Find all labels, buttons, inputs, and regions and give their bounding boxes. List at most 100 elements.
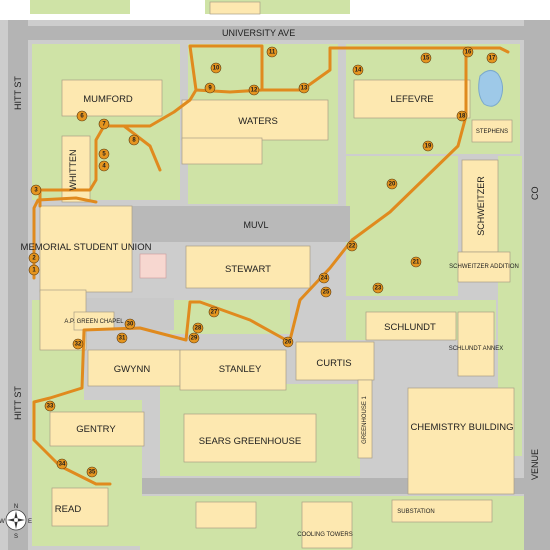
- university-ave-road: [8, 26, 550, 40]
- stop-marker-5: [98, 148, 110, 160]
- label-cooling-towers: COOLING TOWERS: [297, 532, 352, 538]
- lawn-east: [346, 156, 458, 296]
- stop-label-2: 2: [32, 256, 36, 262]
- stop-marker-34: [56, 458, 68, 470]
- compass-s: S: [14, 534, 18, 540]
- top-right-white: [352, 0, 550, 20]
- stop-marker-2: [28, 252, 40, 264]
- street-label-avenue: VENUE: [530, 449, 540, 480]
- label-waters: WATERS: [238, 116, 278, 127]
- stop-marker-16: [462, 46, 474, 58]
- stop-marker-22: [346, 240, 358, 252]
- stop-marker-28: [192, 322, 204, 334]
- building-mumford: [61, 79, 163, 117]
- pond: [478, 70, 504, 107]
- east-avenue-road: [524, 20, 550, 550]
- stop-marker-10: [210, 62, 222, 74]
- stop-label-28: 28: [195, 326, 202, 332]
- building-chemistry: [407, 387, 515, 495]
- stop-marker-9: [204, 82, 216, 94]
- compass-n: N: [14, 504, 18, 510]
- stop-marker-24: [318, 272, 330, 284]
- building-stanley: [179, 349, 287, 391]
- label-schweitzer-addition: SCHWEITZER ADDITION: [449, 264, 519, 270]
- stop-marker-12: [248, 84, 260, 96]
- stop-marker-35: [86, 466, 98, 478]
- stop-marker-31: [116, 332, 128, 344]
- building-stewart: [185, 245, 311, 289]
- stop-label-6: 6: [80, 114, 84, 120]
- stop-marker-6: [76, 110, 88, 122]
- stop-label-34: 34: [59, 462, 66, 468]
- stop-marker-7: [98, 118, 110, 130]
- building-sears-greenhouse: [183, 413, 317, 463]
- building-lefevre: [353, 79, 471, 119]
- building-top-strip: [209, 1, 261, 15]
- stop-marker-21: [410, 256, 422, 268]
- street-label-university-ave: UNIVERSITY AVE: [222, 28, 295, 38]
- building-schweitzer-addition: [457, 251, 511, 283]
- stop-marker-33: [44, 400, 56, 412]
- building-msu: [39, 205, 133, 293]
- label-substation: SUBSTATION: [397, 509, 434, 515]
- building-gwynn: [87, 349, 181, 387]
- label-stewart: STEWART: [225, 264, 271, 275]
- label-mumford: MUMFORD: [83, 94, 133, 105]
- stop-label-26: 26: [285, 340, 292, 346]
- stop-label-13: 13: [301, 86, 308, 92]
- building-schlundt-annex: [457, 311, 495, 377]
- label-curtis: CURTIS: [316, 358, 351, 369]
- stop-label-33: 33: [47, 404, 54, 410]
- building-stephens: [471, 119, 513, 143]
- stop-marker-25: [320, 286, 332, 298]
- stop-label-9: 9: [208, 86, 212, 92]
- label-schlundt: SCHLUNDT: [384, 322, 436, 333]
- label-chapel: A.P. GREEN CHAPEL: [64, 319, 124, 325]
- building-gentry: [49, 411, 145, 447]
- stop-label-18: 18: [459, 114, 466, 120]
- street-label-hitt-st-south: HITT ST: [13, 386, 23, 420]
- hitt-street-road: [8, 20, 28, 550]
- buildings: [39, 1, 515, 549]
- compass-w: W: [0, 519, 5, 525]
- street-label-hitt-st-north: HITT ST: [13, 76, 23, 110]
- stop-label-14: 14: [355, 68, 362, 74]
- stop-marker-29: [188, 332, 200, 344]
- compass-arrows: [7, 511, 25, 529]
- building-read: [51, 487, 109, 527]
- stop-label-10: 10: [213, 66, 220, 72]
- label-greenhouse-1: GREENHOUSE 1: [362, 396, 368, 444]
- stop-marker-19: [422, 140, 434, 152]
- label-gwynn: GWYNN: [114, 364, 151, 375]
- stop-label-21: 21: [413, 260, 420, 266]
- building-schweitzer: [461, 159, 499, 253]
- label-gentry: GENTRY: [76, 424, 116, 435]
- stop-label-12: 12: [251, 88, 258, 94]
- stop-label-11: 11: [269, 50, 276, 56]
- stop-marker-13: [298, 82, 310, 94]
- muvl-lot: [130, 206, 350, 242]
- building-curtis: [295, 341, 375, 381]
- building-schlundt: [365, 311, 457, 341]
- stop-marker-14: [352, 64, 364, 76]
- stop-label-16: 16: [465, 50, 472, 56]
- top-left-lawn: [30, 0, 130, 14]
- stop-label-19: 19: [425, 144, 432, 150]
- stop-marker-17: [486, 52, 498, 64]
- label-chemistry: CHEMISTRY BUILDING: [410, 422, 513, 433]
- label-lefevre: LEFEVRE: [390, 94, 433, 105]
- stop-label-7: 7: [102, 122, 106, 128]
- stop-marker-11: [266, 46, 278, 58]
- compass-e: E: [28, 519, 32, 525]
- stop-label-20: 20: [389, 182, 396, 188]
- stop-label-27: 27: [211, 310, 218, 316]
- building-waters-wing: [181, 137, 263, 165]
- building-greenhouse-1: [357, 379, 373, 459]
- hatched-area: [139, 253, 167, 279]
- stop-label-17: 17: [489, 56, 496, 62]
- label-stanley: STANLEY: [219, 364, 262, 375]
- stop-label-4: 4: [102, 164, 106, 170]
- stop-marker-8: [128, 134, 140, 146]
